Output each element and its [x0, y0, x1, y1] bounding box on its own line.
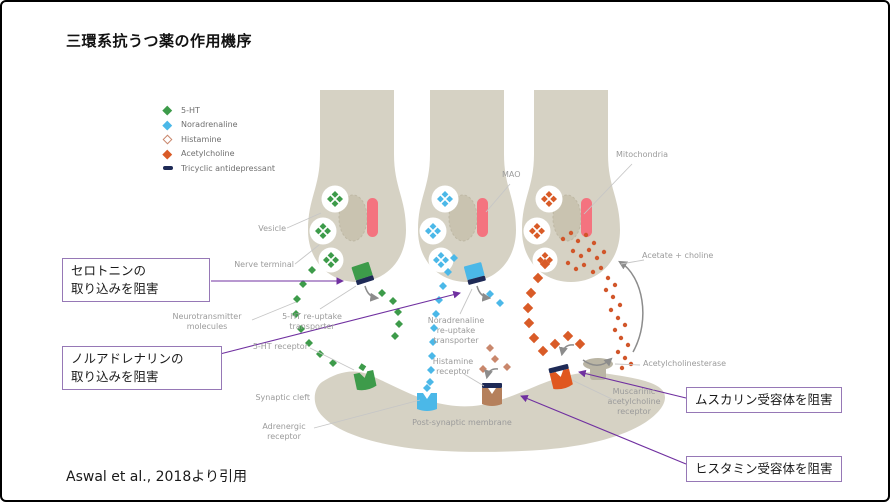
callout-muscarinic-block: ムスカリン受容体を阻害 — [686, 387, 842, 414]
label-synaptic-cleft: Synaptic cleft — [255, 393, 310, 402]
citation: Aswal et al., 2018より引用 — [66, 469, 247, 485]
callout-serotonin-uptake: セロトニンの 取り込みを阻害 — [62, 258, 210, 303]
label-adrenergic-receptor: Adrenergic receptor — [262, 422, 306, 441]
label-mao: MAO — [502, 170, 521, 179]
legend-label: Acetylcholine — [181, 149, 235, 159]
acetylcholine-diamond-icon — [162, 149, 173, 159]
serotonin-diamond-icon — [162, 105, 173, 115]
label-histamine-receptor: Histamine receptor — [432, 357, 474, 376]
legend-item-acetylcholine: Acetylcholine — [162, 147, 275, 162]
muscarinic-receptor-shape — [548, 364, 574, 391]
callout-noradrenaline-uptake: ノルアドレナリンの 取り込みを阻害 — [62, 346, 222, 391]
noradrenaline-reuptake-transporter — [463, 262, 486, 285]
serotonin-reuptake-transporter — [351, 261, 375, 286]
label-vesicle: Vesicle — [258, 224, 286, 233]
adrenergic-receptor-shape — [417, 384, 437, 411]
callout-arrows — [211, 277, 687, 465]
label-post-synaptic-membrane: Post-synaptic membrane — [412, 418, 512, 427]
label-muscarinic-receptor: Muscarinic acetylcholine receptor — [607, 387, 661, 416]
muscarinic-callout-arrow — [578, 369, 687, 399]
choline-recycle-arrow — [618, 260, 644, 353]
tricyclic-bar-icon — [162, 166, 173, 171]
label-leader-lines — [251, 163, 645, 429]
histamine-callout-arrow — [520, 395, 687, 465]
label-5ht-reuptake-transporter: 5-HT re-uptake transporter — [282, 312, 342, 331]
label-nerve-terminal: Nerve terminal — [234, 260, 294, 269]
noradrenaline-callout-arrow — [219, 290, 461, 355]
legend-label: Histamine — [181, 134, 222, 144]
label-acetylcholinesterase: Acetylcholinesterase — [643, 359, 727, 368]
legend-label: Tricyclic antidepressant — [181, 163, 276, 173]
noradrenaline-diamond-icon — [162, 120, 173, 130]
label-noradrenaline-reuptake-transporter: Noradrenaline re-uptake transporter — [427, 316, 485, 345]
acetylcholinesterase-shape — [582, 357, 613, 380]
presynaptic-terminals — [308, 90, 620, 282]
post-synaptic-membrane-shape — [314, 371, 666, 452]
histamine-diamond-icon — [162, 134, 173, 145]
vesicles — [309, 185, 563, 273]
legend-item-tricyclic: Tricyclic antidepressant — [162, 161, 275, 176]
page-title: 三環系抗うつ薬の作用機序 — [66, 32, 253, 50]
legend-label: Noradrenaline — [181, 120, 238, 130]
legend-item-histamine: Histamine — [162, 132, 275, 147]
deflection-arrows — [364, 260, 644, 380]
label-5ht-receptor: 5-HT receptor — [252, 342, 308, 351]
mao-rods — [367, 198, 592, 237]
legend: 5-HT Noradrenaline Histamine Acetylcholi… — [162, 103, 275, 176]
label-acetate-choline: Acetate + choline — [642, 251, 714, 260]
label-neurotransmitter-molecules: Neurotransmitter molecules — [172, 312, 242, 331]
legend-item-5ht: 5-HT — [162, 103, 275, 118]
acetate-choline-dots — [560, 230, 634, 371]
histamine-receptor-shape — [482, 383, 502, 406]
legend-label: 5-HT — [181, 105, 200, 115]
label-mitochondria: Mitochondria — [615, 150, 669, 159]
legend-item-noradrenaline: Noradrenaline — [162, 118, 275, 133]
callout-histamine-block: ヒスタミン受容体を阻害 — [686, 456, 842, 483]
